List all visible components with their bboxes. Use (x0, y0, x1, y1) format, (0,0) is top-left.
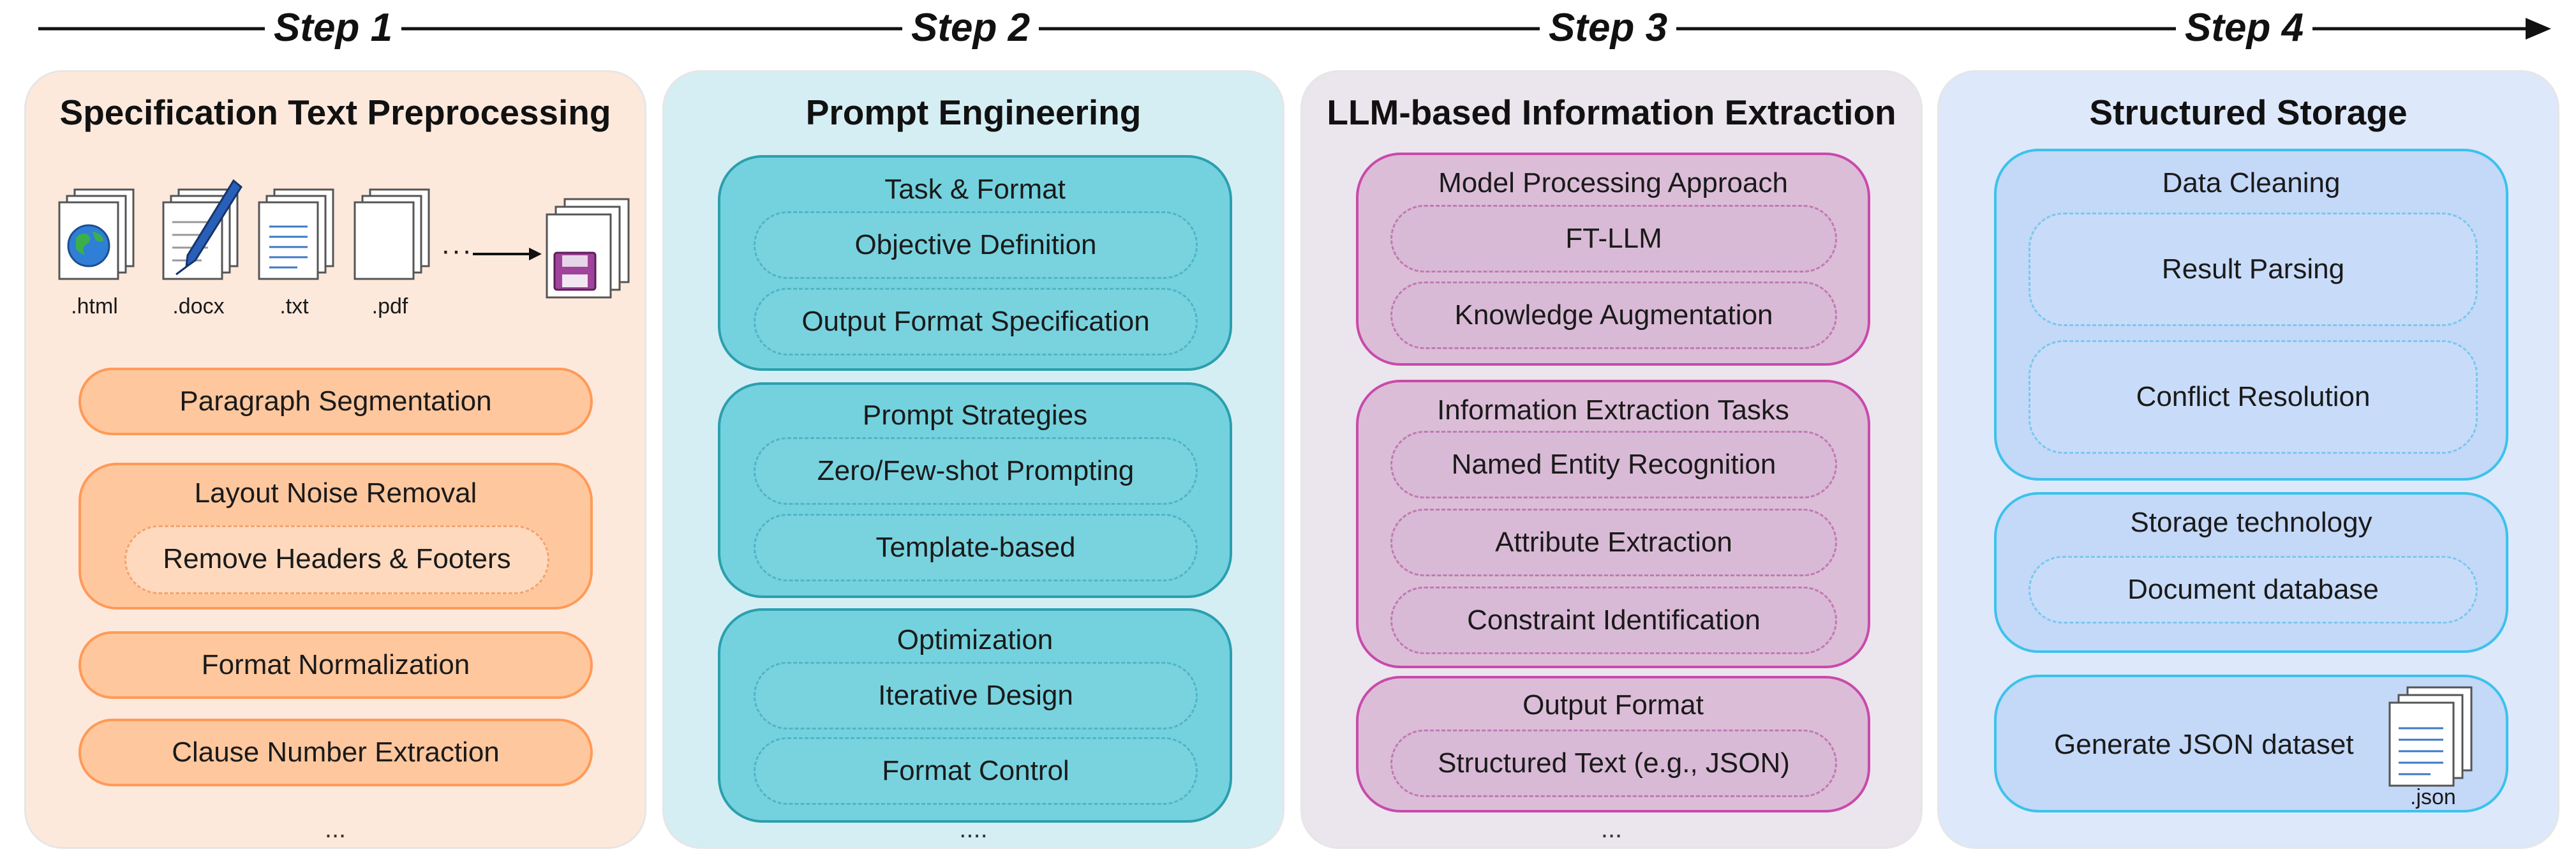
clause-number-extraction-box: Clause Number Extraction (78, 719, 593, 786)
group-title: Storage technology (2130, 507, 2372, 538)
item-label: Document database (2127, 574, 2379, 605)
group-title: Optimization (897, 624, 1053, 655)
panel-title: Specification Text Preprocessing (59, 93, 611, 132)
file-label-pdf: .pdf (371, 294, 408, 318)
panel-ellipsis: .... (959, 815, 988, 843)
group-output-format: Output Format Structured Text (e.g., JSO… (1356, 676, 1870, 812)
group-title: Model Processing Approach (1438, 167, 1788, 198)
format-normalization-label: Format Normalization (201, 649, 470, 680)
panel-title: Prompt Engineering (805, 93, 1142, 132)
panel-title: LLM-based Information Extraction (1327, 93, 1896, 132)
group-title: Data Cleaning (2162, 167, 2341, 198)
step-1-label: Step 1 (265, 5, 402, 51)
panel-prompt-engineering: Prompt Engineering Task & Format Objecti… (662, 70, 1284, 849)
item-label: Output Format Specification (801, 306, 1150, 337)
timeline-arrow (38, 18, 2551, 40)
item-label: Knowledge Augmentation (1454, 299, 1773, 331)
panel-title: Structured Storage (2089, 93, 2408, 132)
group-generate-json: Generate JSON dataset .json (1994, 675, 2508, 812)
text-document-icon (258, 188, 334, 280)
layout-noise-removal-box: Layout Noise Removal Remove Headers & Fo… (78, 463, 593, 610)
step-2-label: Step 2 (902, 5, 1039, 51)
panel-preprocessing: Specification Text Preprocessing .html .… (24, 70, 646, 849)
item-label: FT-LLM (1565, 223, 1662, 254)
remove-headers-footers-box: Remove Headers & Footers (124, 525, 549, 594)
group-item: Structured Text (e.g., JSON) (1390, 730, 1837, 797)
file-label-html: .html (71, 294, 118, 318)
group-optimization: Optimization Iterative Design Format Con… (718, 608, 1232, 823)
file-label-txt: .txt (279, 294, 309, 318)
group-title: Prompt Strategies (862, 400, 1088, 431)
group-item: Objective Definition (754, 211, 1198, 279)
item-label: Iterative Design (878, 680, 1073, 711)
json-document-icon (2388, 686, 2473, 787)
item-label: Named Entity Recognition (1451, 449, 1776, 480)
blank-document-icon (354, 188, 430, 280)
group-extraction-tasks: Information Extraction Tasks Named Entit… (1356, 380, 1870, 668)
group-title: Generate JSON dataset (2054, 729, 2354, 760)
globe-document-icon (58, 188, 135, 280)
clause-number-extraction-label: Clause Number Extraction (172, 737, 500, 768)
panel-llm-extraction: LLM-based Information Extraction Model P… (1300, 70, 1923, 849)
pen-document-icon (162, 179, 242, 280)
arrow-right-icon (473, 248, 542, 260)
file-label-docx: .docx (172, 294, 225, 318)
panel-structured-storage: Structured Storage Data Cleaning Result … (1937, 70, 2559, 849)
item-label: Constraint Identification (1467, 604, 1761, 636)
json-file-label: .json (2410, 785, 2456, 809)
format-normalization-box: Format Normalization (78, 631, 593, 699)
group-title: Output Format (1523, 689, 1704, 721)
item-label: Attribute Extraction (1495, 527, 1732, 558)
group-model-processing: Model Processing Approach FT-LLM Knowled… (1356, 153, 1870, 366)
ellipsis-dots: ··· (441, 235, 473, 266)
group-item: Named Entity Recognition (1390, 431, 1837, 498)
group-prompt-strategies: Prompt Strategies Zero/Few-shot Promptin… (718, 382, 1232, 598)
group-item: FT-LLM (1390, 205, 1837, 273)
item-label: Objective Definition (854, 229, 1097, 260)
step-3-label: Step 3 (1540, 5, 1677, 51)
remove-headers-footers-label: Remove Headers & Footers (163, 543, 511, 574)
step-4-label: Step 4 (2176, 5, 2313, 51)
group-task-format: Task & Format Objective Definition Outpu… (718, 155, 1232, 371)
group-item: Attribute Extraction (1390, 509, 1837, 576)
group-item: Constraint Identification (1390, 587, 1837, 654)
item-label: Result Parsing (2161, 253, 2345, 285)
item-label: Format Control (882, 755, 1069, 786)
group-item: Template-based (754, 514, 1198, 581)
item-label: Zero/Few-shot Prompting (817, 455, 1135, 486)
group-item: Zero/Few-shot Prompting (754, 437, 1198, 505)
item-label: Conflict Resolution (2136, 381, 2371, 412)
group-item: Output Format Specification (754, 288, 1198, 355)
item-label: Structured Text (e.g., JSON) (1438, 747, 1790, 779)
group-item: Document database (2029, 556, 2478, 624)
group-title: Information Extraction Tasks (1437, 394, 1789, 426)
layout-noise-removal-label: Layout Noise Removal (194, 477, 477, 509)
panel-ellipsis: ... (324, 815, 346, 843)
group-item: Format Control (754, 737, 1198, 805)
group-item: Iterative Design (754, 662, 1198, 730)
panel-ellipsis: ... (1600, 815, 1623, 843)
database-stack-icon (546, 198, 630, 299)
group-title: Task & Format (884, 174, 1066, 205)
group-item: Conflict Resolution (2029, 340, 2478, 454)
paragraph-segmentation-box: Paragraph Segmentation (78, 368, 593, 435)
group-item: Knowledge Augmentation (1390, 281, 1837, 349)
paragraph-segmentation-label: Paragraph Segmentation (179, 385, 492, 417)
group-data-cleaning: Data Cleaning Result Parsing Conflict Re… (1994, 149, 2508, 481)
group-storage-technology: Storage technology Document database (1994, 492, 2508, 653)
group-item: Result Parsing (2029, 213, 2478, 326)
item-label: Template-based (875, 532, 1076, 563)
